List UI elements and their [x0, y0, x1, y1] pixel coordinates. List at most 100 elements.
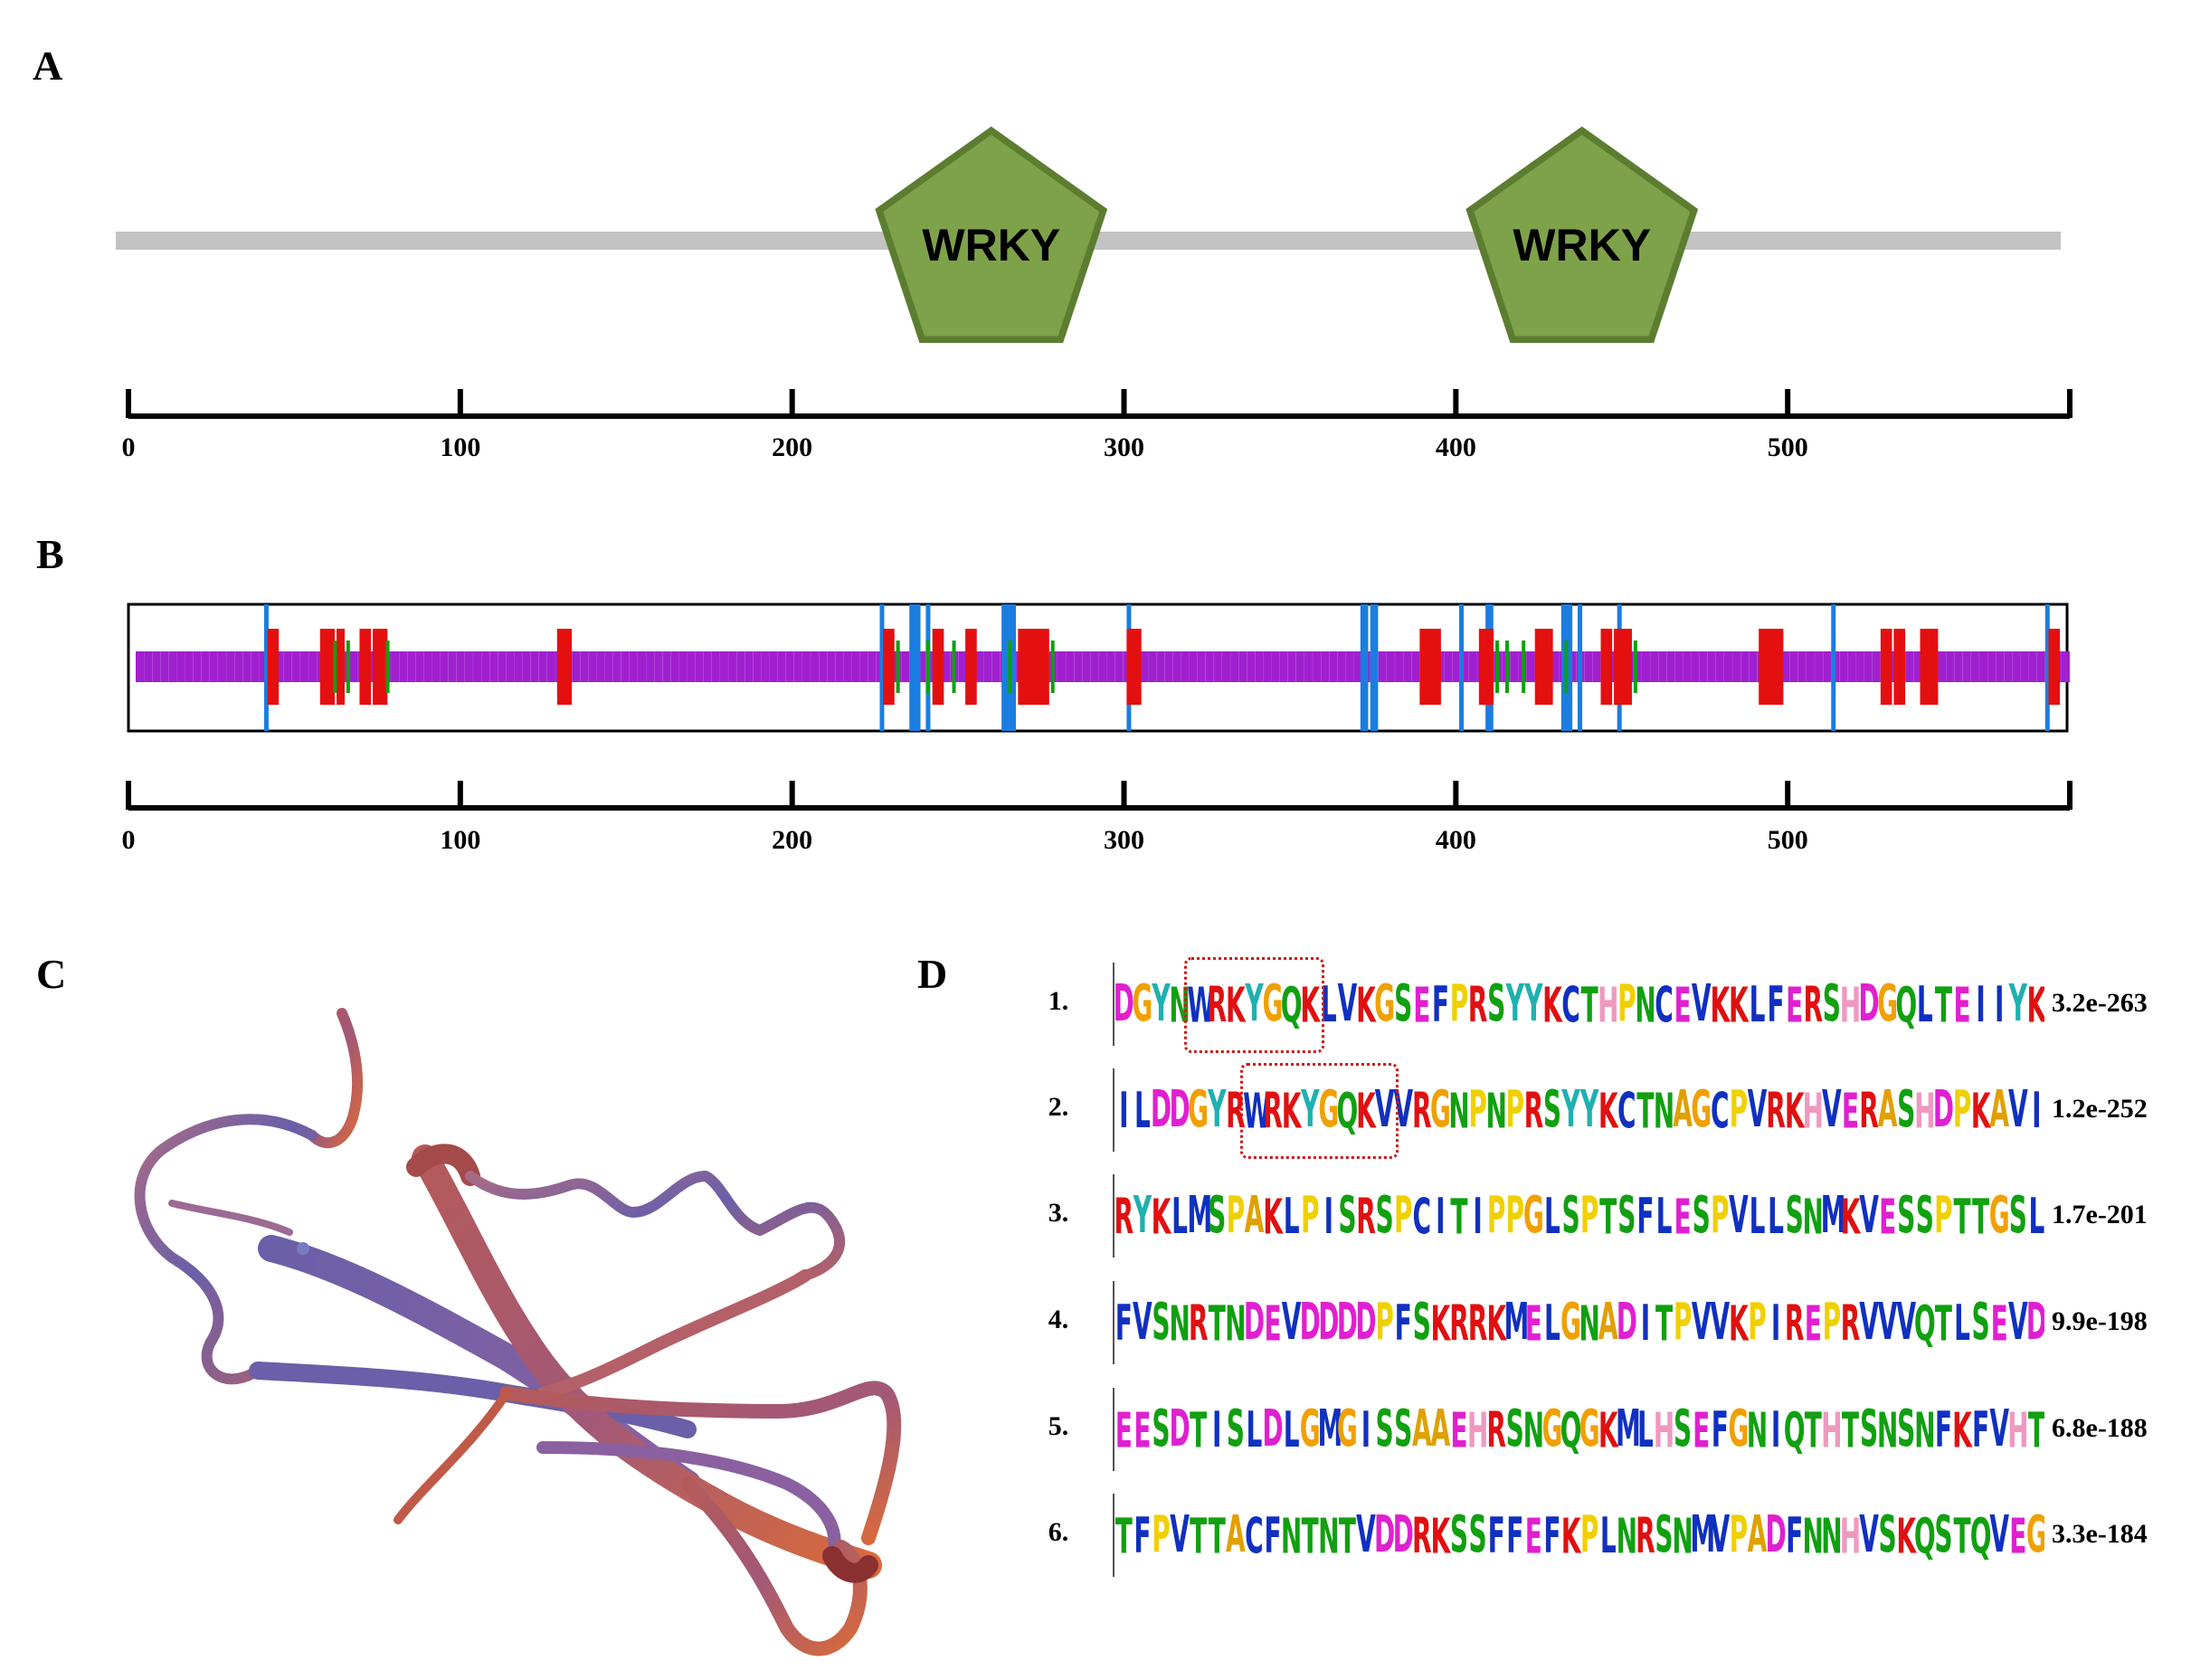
logo-letter: E	[1413, 977, 1430, 1034]
blue-marker	[1373, 604, 1379, 731]
logo-letter: H	[1839, 977, 1861, 1034]
helix-segment	[2036, 651, 2045, 682]
blue-marker	[1568, 604, 1573, 731]
helix-segment	[604, 651, 613, 682]
helix-segment	[530, 651, 539, 682]
logo-letter: F	[1934, 1400, 1952, 1459]
logo-letter: P	[1449, 973, 1468, 1033]
logo-letter: S	[1897, 1399, 1915, 1458]
helix-segment	[1353, 651, 1362, 682]
blue-marker	[1560, 604, 1566, 731]
helix-segment	[695, 651, 704, 682]
helix-segment	[1797, 651, 1807, 682]
logo-letter: K	[1598, 1402, 1618, 1459]
logo-letter: E	[1524, 1508, 1542, 1565]
logo-letter: D	[1169, 1399, 1190, 1458]
helix-segment	[811, 651, 820, 682]
helix-segment	[1658, 651, 1667, 682]
helix-segment	[1962, 651, 1971, 682]
logo-letter: P	[1729, 1504, 1748, 1564]
logo-letter: R	[1784, 1294, 1804, 1353]
logo-letter: V	[1877, 1292, 1898, 1352]
logo-letter: N	[1672, 1508, 1693, 1565]
helix-segment	[1715, 651, 1724, 682]
strand-segment	[1544, 629, 1553, 705]
blue-marker	[915, 604, 921, 731]
helix-segment	[464, 651, 473, 682]
helix-segment	[851, 651, 860, 682]
logo-letter: L	[1320, 975, 1337, 1034]
helix-segment	[440, 651, 449, 682]
helix-segment	[1287, 651, 1296, 682]
logo-letter: V	[1356, 1504, 1376, 1564]
logo-letter: Y	[1580, 1079, 1598, 1139]
logo-letter: C	[1711, 1081, 1729, 1140]
helix-segment	[136, 651, 144, 682]
logo-letter: V	[1896, 1292, 1916, 1352]
helix-segment	[1460, 651, 1469, 682]
blue-marker	[1831, 604, 1836, 731]
logo-letter: V	[1710, 1504, 1730, 1564]
logo-letter: F	[1133, 1506, 1151, 1565]
logo-letter: P	[1748, 1292, 1766, 1352]
logo-letter: P	[1952, 1079, 1971, 1139]
helix-segment	[1608, 651, 1617, 682]
logo-letter: N	[1635, 977, 1655, 1034]
helix-segment	[868, 651, 877, 682]
blue-marker	[1001, 604, 1007, 731]
logo-letter: H	[2007, 1402, 2028, 1459]
strand-segment	[968, 629, 977, 705]
blue-marker	[1360, 604, 1365, 731]
helix-segment	[415, 651, 424, 682]
helix-segment	[777, 651, 786, 682]
logo-letter: L	[2028, 1187, 2044, 1246]
helix-segment	[1732, 651, 1741, 682]
logo-letter: N	[1280, 1508, 1302, 1565]
helix-segment	[917, 651, 926, 682]
logo-letter: V	[1989, 1399, 2009, 1458]
helix-segment	[1592, 651, 1601, 682]
logo-letter: T	[1208, 1508, 1226, 1565]
logo-letter: R	[1636, 1506, 1655, 1565]
turn-segment	[1050, 641, 1055, 693]
helix-segment	[1954, 651, 1963, 682]
turn-segment	[1633, 641, 1637, 693]
logo-letter: G	[1579, 1399, 1600, 1458]
logo-letter: K	[1281, 1083, 1302, 1140]
logo-letter: N	[1802, 1189, 1824, 1246]
logo-letter: R	[1766, 1081, 1785, 1140]
helix-segment	[251, 651, 260, 682]
logo-letter: H	[1839, 1508, 1861, 1565]
logo-letter: T	[1636, 1083, 1654, 1140]
helix-segment	[1526, 651, 1535, 682]
logo-letter: S	[1208, 1185, 1226, 1245]
strand-segment	[1930, 629, 1939, 705]
logo-letter: G	[1132, 973, 1152, 1033]
logo-letter: K	[1263, 1189, 1283, 1246]
strand-segment	[363, 629, 372, 705]
helix-segment	[1781, 651, 1790, 682]
logo-letter: K	[1840, 1189, 1861, 1246]
motif-number: 6.	[1048, 1517, 1069, 1547]
helix-segment	[1066, 651, 1075, 682]
logo-letter: S	[1152, 1399, 1170, 1458]
logo-letter: K	[1970, 1083, 1991, 1140]
helix-segment	[1864, 651, 1873, 682]
helix-segment	[1156, 651, 1165, 682]
logo-letter: A	[1411, 1399, 1432, 1458]
wrkygqk-motif-highlight	[1240, 1063, 1399, 1159]
logo-letter: M	[1503, 1292, 1529, 1352]
motif-number: 1.	[1048, 986, 1069, 1016]
logo-letter: S	[1375, 1399, 1394, 1458]
logo-letter: G	[1728, 1399, 1749, 1458]
logo-letter: N	[1821, 1508, 1842, 1565]
logo-letter: R	[1449, 1294, 1468, 1353]
logo-letter: V	[1133, 1292, 1152, 1352]
logo-letter: V	[1374, 1079, 1395, 1139]
logo-letter: D	[1113, 973, 1134, 1033]
logo-letter: V	[1170, 1504, 1190, 1564]
logo-letter: I	[1361, 1400, 1371, 1459]
